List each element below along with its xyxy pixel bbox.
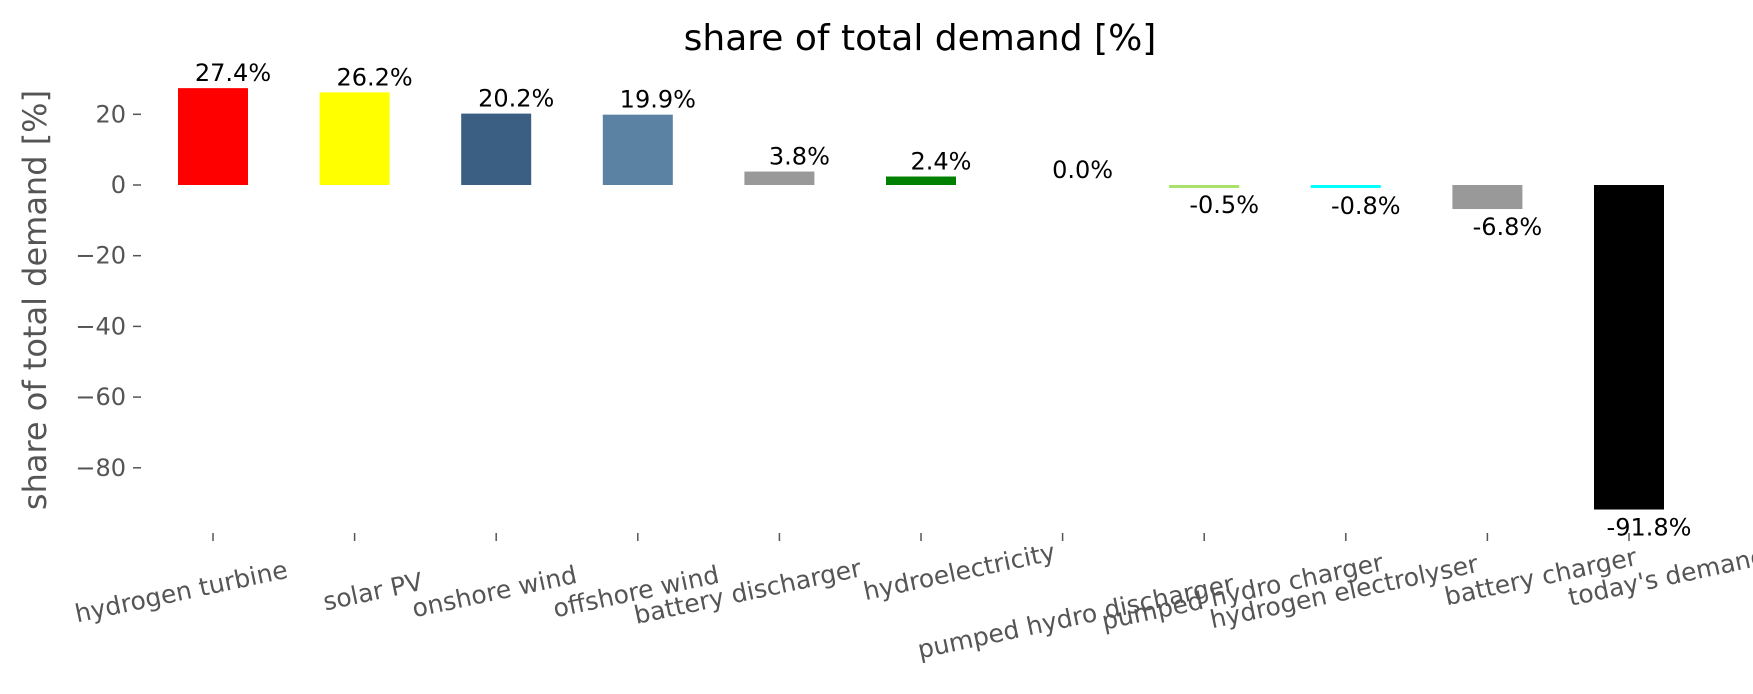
bar-onshore-wind (461, 113, 532, 185)
data-label: 19.9% (620, 86, 696, 114)
y-axis: 20 0 −20 −40 −60 −80 (75, 100, 141, 482)
y-tick-label: 20 (95, 100, 126, 128)
data-label: 26.2% (336, 63, 412, 91)
data-label: 3.8% (769, 143, 830, 171)
data-labels: 27.4% 26.2% 20.2% 19.9% 3.8% 2.4% 0.0% -0.5% -0.… (195, 59, 1692, 541)
data-label: 2.4% (911, 148, 972, 176)
chart-title: share of total demand [%] (684, 18, 1157, 59)
y-tick-label: −40 (75, 312, 126, 340)
bar-offshore-wind (602, 114, 673, 185)
data-label: -91.8% (1607, 514, 1692, 542)
y-tick-label: 0 (111, 171, 126, 199)
data-label: 0.0% (1052, 156, 1113, 184)
bar-hydrogen-turbine (178, 88, 248, 185)
data-label: 27.4% (195, 59, 271, 87)
x-tick-label: hydroelectricity (861, 537, 1058, 606)
data-label: -6.8% (1473, 213, 1543, 241)
data-label: -0.8% (1331, 192, 1401, 220)
y-tick-label: −60 (75, 383, 126, 411)
bar-battery-charger (1452, 185, 1523, 210)
y-tick-label: −20 (75, 242, 126, 270)
bars (178, 88, 1664, 510)
bar-today-s-demand (1594, 185, 1664, 510)
bar-battery-discharger (744, 171, 815, 185)
data-label: -0.5% (1189, 191, 1259, 219)
y-tick-label: −80 (75, 454, 126, 482)
bar-hydroelectricity (886, 176, 956, 185)
x-tick-label: hydrogen turbine (72, 555, 290, 628)
bar-pumped-hydro-charger (1169, 185, 1240, 188)
bar-solar-pv (319, 92, 390, 185)
x-tick-label: solar PV (320, 567, 425, 616)
y-axis-label: share of total demand [%] (16, 90, 54, 510)
data-label: 20.2% (478, 85, 554, 113)
bar-hydrogen-electrolyser (1310, 185, 1381, 188)
